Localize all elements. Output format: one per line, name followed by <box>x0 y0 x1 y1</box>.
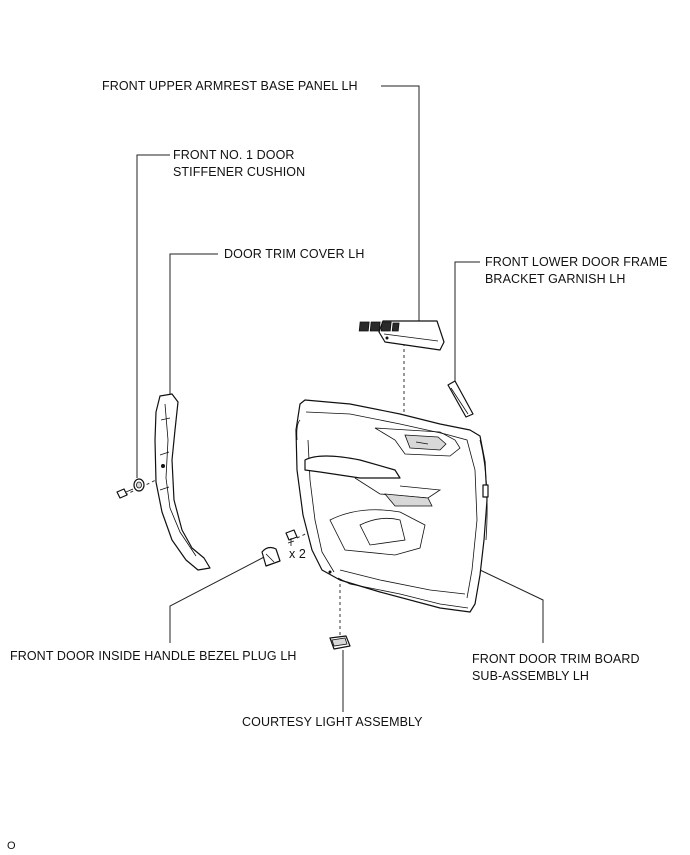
leader-armrest-base-panel <box>381 85 420 325</box>
figure-code: O <box>7 840 16 852</box>
label-trim-board-line2: SUB-ASSEMBLY LH <box>472 669 590 683</box>
leader-frame-bracket-garnish <box>454 261 480 382</box>
door-trim-board-part <box>295 399 489 613</box>
label-trim-board-line1: FRONT DOOR TRIM BOARD <box>472 652 640 666</box>
label-stiffener-cushion-line1: FRONT NO. 1 DOOR <box>173 148 295 162</box>
stiffener-cushion-part <box>116 478 145 499</box>
courtesy-light-part <box>329 635 351 650</box>
label-door-trim-cover: DOOR TRIM COVER LH <box>224 247 365 261</box>
label-armrest-base-panel: FRONT UPPER ARMREST BASE PANEL LH <box>102 79 358 93</box>
leader-door-trim-cover <box>169 253 218 398</box>
leader-stiffener-cushion <box>136 154 170 478</box>
label-stiffener-cushion-line2: STIFFENER CUSHION <box>173 165 306 179</box>
door-trim-cover-part <box>154 393 211 571</box>
clip-part <box>285 529 298 546</box>
armrest-base-panel-part <box>358 320 445 351</box>
label-courtesy-light: COURTESY LIGHT ASSEMBLY <box>242 715 423 729</box>
label-quantity: x 2 <box>289 547 306 561</box>
leader-lines <box>124 85 544 712</box>
leader-trim-board <box>479 569 544 643</box>
frame-bracket-garnish-part <box>447 380 474 418</box>
label-handle-bezel-plug: FRONT DOOR INSIDE HANDLE BEZEL PLUG LH <box>10 649 297 663</box>
label-frame-bracket-garnish-line2: BRACKET GARNISH LH <box>485 272 626 286</box>
leader-handle-bezel-plug <box>169 554 269 643</box>
label-frame-bracket-garnish-line1: FRONT LOWER DOOR FRAME <box>485 255 668 269</box>
handle-bezel-plug-part <box>261 546 281 567</box>
